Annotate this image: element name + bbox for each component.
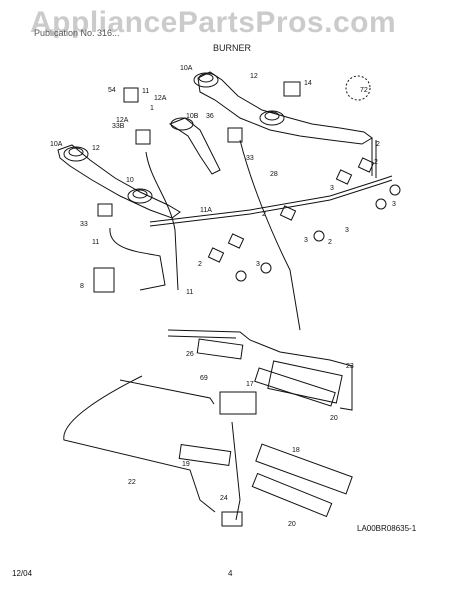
publication-number: Publication No. 316... <box>34 28 120 38</box>
callout-2: 2 <box>198 261 202 268</box>
bracket-54 <box>123 87 139 103</box>
orifice-5 <box>235 270 247 282</box>
orifice-1 <box>389 184 401 196</box>
callout-10a: 10A <box>50 141 63 148</box>
gas-valve-17 <box>219 391 257 415</box>
orifice-4 <box>260 262 272 274</box>
callout-11: 11 <box>186 289 193 296</box>
gas-manifold-pipe <box>149 175 393 223</box>
valve-c <box>279 205 297 221</box>
callout-28: 28 <box>270 171 278 178</box>
callout-20: 20 <box>288 521 296 528</box>
callout-11a: 11A <box>200 207 212 214</box>
bake-pipe-edge <box>167 335 237 339</box>
callout-10a: 10A <box>180 65 193 72</box>
callout-23: 23 <box>346 363 354 370</box>
callout-3: 3 <box>256 261 260 268</box>
ignitor-wire-right <box>239 139 301 331</box>
callout-17: 17 <box>246 381 254 388</box>
diagram-code: LA00BR08635-1 <box>357 524 417 533</box>
watermark: AppliancePartsPros.com <box>30 6 397 39</box>
callout-14: 14 <box>304 80 312 87</box>
callout-2: 2 <box>262 211 266 218</box>
burner-cap <box>132 189 148 199</box>
orifice-3 <box>313 230 325 242</box>
callout-33b: 33B <box>112 123 125 130</box>
callout-3: 3 <box>304 237 308 244</box>
callout-2: 2 <box>374 159 378 166</box>
callout-11: 11 <box>92 239 99 246</box>
callout-18: 18 <box>292 447 300 454</box>
callout-24: 24 <box>220 495 228 502</box>
burner-head-10b <box>170 117 194 131</box>
callout-69: 69 <box>200 375 208 382</box>
burner-tube-top <box>197 71 373 145</box>
burner-assembly-drawing <box>57 71 401 527</box>
valve-b <box>357 157 375 173</box>
valve-d <box>227 233 245 249</box>
callout-2: 2 <box>376 141 380 148</box>
burner-cap <box>264 111 280 121</box>
gas-line-22 <box>63 375 216 513</box>
callout-12a: 12A <box>154 95 167 102</box>
page-number: 4 <box>228 569 233 578</box>
bracket-36 <box>227 127 243 143</box>
screw-callout-72 <box>345 75 371 101</box>
callout-12: 12 <box>92 145 100 152</box>
burner-head-front-left <box>127 188 153 204</box>
orifice-24 <box>221 511 243 527</box>
broil-burner-20 <box>251 472 333 518</box>
callout-12a: 12A <box>116 117 129 124</box>
burner-cap <box>198 73 214 83</box>
callout-72: 72 <box>360 87 368 94</box>
burner-head-rear-right <box>259 110 285 126</box>
callout-20: 20 <box>330 415 338 422</box>
callout-19: 19 <box>182 461 190 468</box>
burner-head-10a-top <box>193 72 219 88</box>
callout-8: 8 <box>80 283 84 290</box>
ignitor-33 <box>97 203 113 217</box>
callout-54: 54 <box>108 87 116 94</box>
callout-33: 33 <box>80 221 88 228</box>
burner-tube-left <box>57 144 181 219</box>
orifice-2 <box>375 198 387 210</box>
callout-3: 3 <box>392 201 396 208</box>
burner-head-10a-left <box>63 146 89 162</box>
broil-ignitor-19 <box>178 444 232 466</box>
broil-burner-18 <box>255 443 353 495</box>
footer-date: 12/04 <box>12 569 33 578</box>
callout-33: 33 <box>246 155 254 162</box>
gas-line-69 <box>119 379 215 405</box>
callout-22: 22 <box>128 479 136 486</box>
callout-10: 10 <box>126 177 134 184</box>
callout-12: 12 <box>250 73 258 80</box>
callout-11: 11 <box>142 88 149 95</box>
burner-cap <box>68 147 84 157</box>
spark-module <box>93 267 115 293</box>
ignitor-wire-left <box>109 227 166 291</box>
callout-26: 26 <box>186 351 194 358</box>
gas-manifold-pipe-edge <box>149 179 393 227</box>
broil-bracket <box>231 421 241 521</box>
bake-burner-pipe <box>167 329 353 411</box>
bracket-33b <box>135 129 151 145</box>
callout-36: 36 <box>206 113 214 120</box>
bake-burner-20 <box>254 367 336 407</box>
burner-tube-center <box>168 117 221 175</box>
valve-e <box>207 247 225 263</box>
callout-1: 1 <box>150 105 154 112</box>
callout-3: 3 <box>330 185 334 192</box>
section-title: BURNER <box>212 43 251 53</box>
bake-ignitor-26 <box>196 338 244 360</box>
valve-a <box>335 169 353 185</box>
ignitor-wire-center <box>145 151 179 291</box>
callout-2: 2 <box>328 239 332 246</box>
bake-burner-23 <box>267 360 343 404</box>
callout-3: 3 <box>345 227 349 234</box>
part-14 <box>283 81 301 97</box>
callout-10b: 10B <box>186 113 199 120</box>
